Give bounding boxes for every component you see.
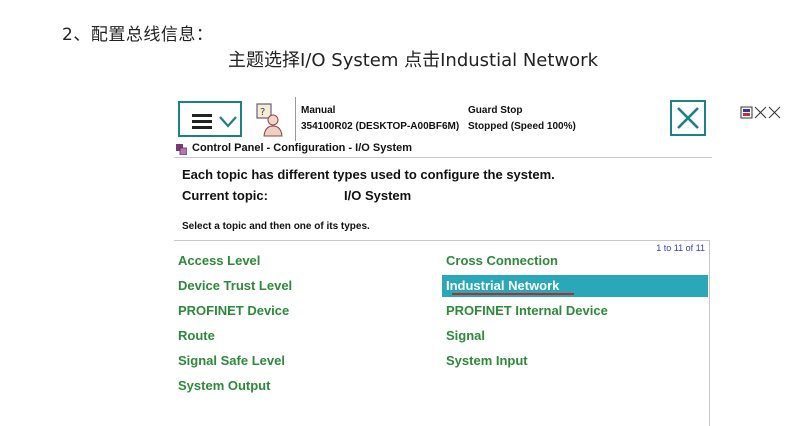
topic-item[interactable]: Device Trust Level [178, 278, 293, 293]
status-icons [740, 106, 781, 119]
topic-list: 1 to 11 of 11 Access Level Device Trust … [174, 240, 710, 426]
menu-icon [192, 114, 212, 129]
flexpendant-screen: ? Manual 354100R02 (DESKTOP-A00BF6M) Gua… [174, 97, 781, 426]
close-icon [677, 107, 699, 129]
topic-item-selected[interactable]: Industrial Network [442, 275, 708, 297]
safety-state: Guard Stop [468, 105, 523, 116]
system-name: 354100R02 (DESKTOP-A00BF6M) [301, 121, 460, 132]
topic-item[interactable]: Cross Connection [446, 253, 558, 268]
topic-item[interactable]: Signal [446, 328, 486, 343]
topic-item[interactable]: PROFINET Internal Device [446, 303, 608, 318]
breadcrumb: Control Panel - Configuration - I/O Syst… [174, 141, 712, 158]
main-menu-button[interactable] [178, 101, 242, 137]
topic-item[interactable]: PROFINET Device [178, 303, 290, 318]
doc-instruction-note: 主题选择I/O System 点击Industial Network [228, 50, 599, 71]
svg-text:?: ? [260, 107, 265, 118]
doc-step-heading: 2、配置总线信息： [62, 25, 214, 45]
chevron-down-icon [219, 116, 237, 128]
run-state: Stopped (Speed 100%) [468, 121, 576, 132]
highlight-underline [452, 293, 574, 295]
current-topic-value[interactable]: I/O System [344, 188, 412, 203]
close-button[interactable] [670, 100, 706, 136]
control-panel-icon [176, 144, 187, 155]
status-bar[interactable]: Manual 354100R02 (DESKTOP-A00BF6M) Guard… [295, 97, 781, 141]
intro-text: Each topic has different types used to c… [182, 167, 555, 182]
operating-mode: Manual [301, 105, 336, 116]
operator-icon[interactable]: ? [256, 103, 284, 137]
topic-item[interactable]: System Output [178, 378, 271, 393]
item-count: 1 to 11 of 11 [656, 243, 705, 253]
instruction-text: Select a topic and then one of its types… [182, 221, 370, 232]
current-topic-label: Current topic: [182, 188, 268, 203]
topic-item[interactable]: Route [178, 328, 215, 343]
topic-item[interactable]: Access Level [178, 253, 261, 268]
top-bar: ? Manual 354100R02 (DESKTOP-A00BF6M) Gua… [174, 97, 781, 141]
breadcrumb-text: Control Panel - Configuration - I/O Syst… [192, 142, 413, 154]
selected-topic-label: Industrial Network [446, 278, 560, 293]
topic-item[interactable]: Signal Safe Level [178, 353, 285, 368]
topic-item[interactable]: System Input [446, 353, 528, 368]
